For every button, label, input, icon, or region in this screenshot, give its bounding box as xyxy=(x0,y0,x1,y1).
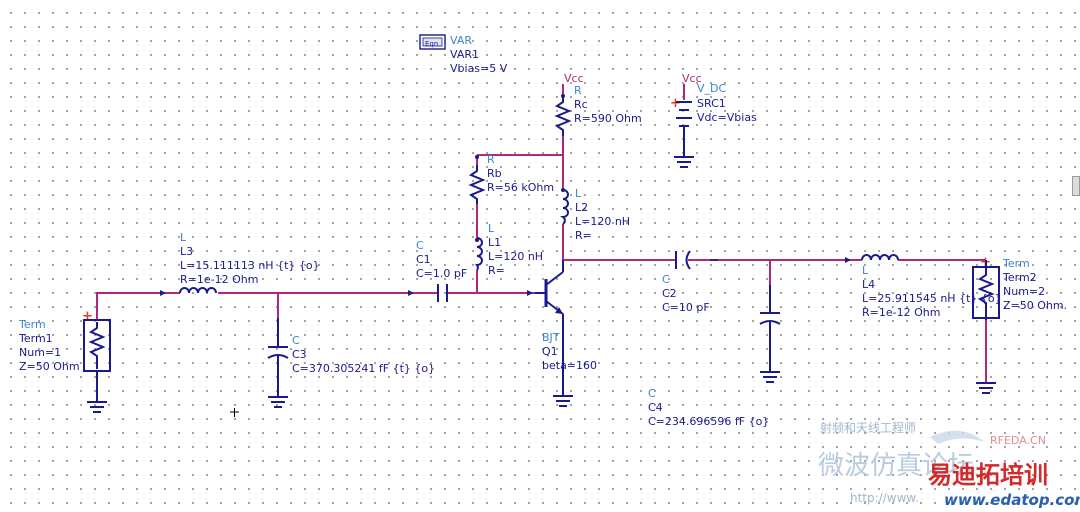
watermark-rfeda: RFEDA.CN xyxy=(990,434,1046,447)
c2-value: C=10 pF xyxy=(662,301,710,314)
l4-type: L xyxy=(862,264,869,277)
port-term1[interactable]: + Term Term1 Num=1 Z=50 Ohm xyxy=(18,309,111,413)
rc-name: Rc xyxy=(574,98,588,111)
term2-num: Num=2 xyxy=(1003,285,1045,298)
l1-value: L=120 nH xyxy=(488,250,543,263)
term1-z: Z=50 Ohm xyxy=(19,360,80,373)
c3-value: C=370.305241 fF {t} {o} xyxy=(292,362,435,375)
c3-name: C3 xyxy=(292,348,307,361)
l4-name: L4 xyxy=(862,278,875,291)
vdc-source-src1[interactable]: Vcc + V_DC SRC1 Vdc=Vbias xyxy=(670,72,757,168)
l2-value2: R= xyxy=(575,229,592,242)
l4-value2: R=1e-12 Ohm xyxy=(862,306,940,319)
term2-type: Term xyxy=(1002,257,1030,270)
q1-name: Q1 xyxy=(542,345,558,358)
l3-value2: R=1e-12 Ohm xyxy=(180,273,258,286)
c1-type: C xyxy=(416,239,424,252)
term2-name: Term2 xyxy=(1002,271,1037,284)
rb-value: R=56 kOhm xyxy=(487,181,554,194)
l4-value: L=25.911545 nH {t} {o} xyxy=(862,292,1002,305)
vcc-net-label-src: Vcc xyxy=(682,72,702,85)
wire-term1-top[interactable] xyxy=(96,292,180,320)
plus-sign-icon: + xyxy=(670,96,681,111)
c1-name: C1 xyxy=(416,253,431,266)
l2-name: L2 xyxy=(575,201,588,214)
ground-icon xyxy=(87,401,107,413)
src1-type: V_DC xyxy=(697,82,726,95)
inductor-l3[interactable]: L L3 L=15.111113 nH {t} {o} R=1e-12 Ohm xyxy=(160,231,320,296)
capacitor-c4[interactable]: C C4 C=234.696596 fF {o} xyxy=(648,285,781,428)
var-type: VAR xyxy=(450,34,472,47)
ground-icon xyxy=(553,395,573,407)
bird-logo-icon xyxy=(930,430,985,444)
q1-type: BJT xyxy=(542,331,560,344)
watermark-faint-cn: 微波仿真论坛 xyxy=(818,451,974,481)
c3-type: C xyxy=(292,334,300,347)
src1-value: Vdc=Vbias xyxy=(697,111,757,124)
watermark-brand: 易迪拓培训 xyxy=(928,461,1048,489)
var-block[interactable]: Eqn VAR VAR1 Vbias=5 V xyxy=(419,34,508,75)
c4-name: C4 xyxy=(648,401,663,414)
l3-name: L3 xyxy=(180,245,193,258)
l1-value2: R= xyxy=(488,264,505,277)
c4-value: C=234.696596 fF {o} xyxy=(648,415,769,428)
resistor-rc[interactable]: Vcc R Rc R=590 Ohm xyxy=(554,72,642,136)
l2-value: L=120 nH xyxy=(575,215,630,228)
ground-icon xyxy=(760,371,780,383)
watermark-overlay: 射频和天线工程师 RFEDA.CN 微波仿真论坛 http://www. 易迪拓… xyxy=(818,420,1080,509)
inductor-l2[interactable]: L L2 L=120 nH R= xyxy=(559,187,630,242)
q1-value: beta=160 xyxy=(542,359,597,372)
term1-type: Term xyxy=(18,318,46,331)
vcc-net-label-r: Vcc xyxy=(564,72,584,85)
watermark-faint-top: 射频和天线工程师 xyxy=(820,420,916,435)
ground-icon xyxy=(268,396,288,408)
l3-type: L xyxy=(180,231,187,244)
l1-type: L xyxy=(488,222,495,235)
rc-value: R=590 Ohm xyxy=(574,112,642,125)
l3-value: L=15.111113 nH {t} {o} xyxy=(180,259,320,272)
c4-type: C xyxy=(648,387,656,400)
inductor-l4[interactable]: L L4 L=25.911545 nH {t} {o} R=1e-12 Ohm xyxy=(845,254,1002,319)
term1-name: Term1 xyxy=(18,332,53,345)
l2-type: L xyxy=(575,187,582,200)
capacitor-c3[interactable]: C C3 C=370.305241 fF {t} {o} xyxy=(267,318,435,408)
var-icon-text: Eqn xyxy=(425,40,438,48)
bjt-q1[interactable]: BJT Q1 beta=160 xyxy=(527,260,597,407)
rb-name: Rb xyxy=(487,167,502,180)
port-term2[interactable]: + Term Term2 Num=2 Z=50 Ohm. xyxy=(972,255,1067,394)
l1-name: L1 xyxy=(488,236,501,249)
scrollbar-handle[interactable] xyxy=(1072,176,1080,196)
ground-icon xyxy=(674,156,694,168)
src1-name: SRC1 xyxy=(697,97,726,110)
crosshair-cursor-icon xyxy=(230,408,239,417)
c1-value: C=1.0 pF xyxy=(416,267,467,280)
capacitor-c1[interactable]: C C1 C=1.0 pF xyxy=(408,239,467,302)
c2-name: C2 xyxy=(662,287,677,300)
resistor-rb[interactable]: R Rb R=56 kOhm xyxy=(468,153,554,204)
watermark-faint-url: http://www. xyxy=(850,491,919,505)
rb-type: R xyxy=(487,153,495,166)
ground-icon xyxy=(976,382,996,394)
capacitor-c2[interactable]: C C2 C=10 pF xyxy=(662,250,718,314)
var-expr: Vbias=5 V xyxy=(450,62,508,75)
c2-type: C xyxy=(662,273,670,286)
rc-type: R xyxy=(574,84,582,97)
plus-sign-icon: + xyxy=(82,309,93,324)
term1-num: Num=1 xyxy=(19,346,61,359)
term2-z: Z=50 Ohm. xyxy=(1003,299,1067,312)
watermark-url: www.edatop.com xyxy=(944,491,1080,509)
var-name: VAR1 xyxy=(450,48,479,61)
inductor-l1[interactable]: L L1 L=120 nH R= xyxy=(475,222,543,277)
